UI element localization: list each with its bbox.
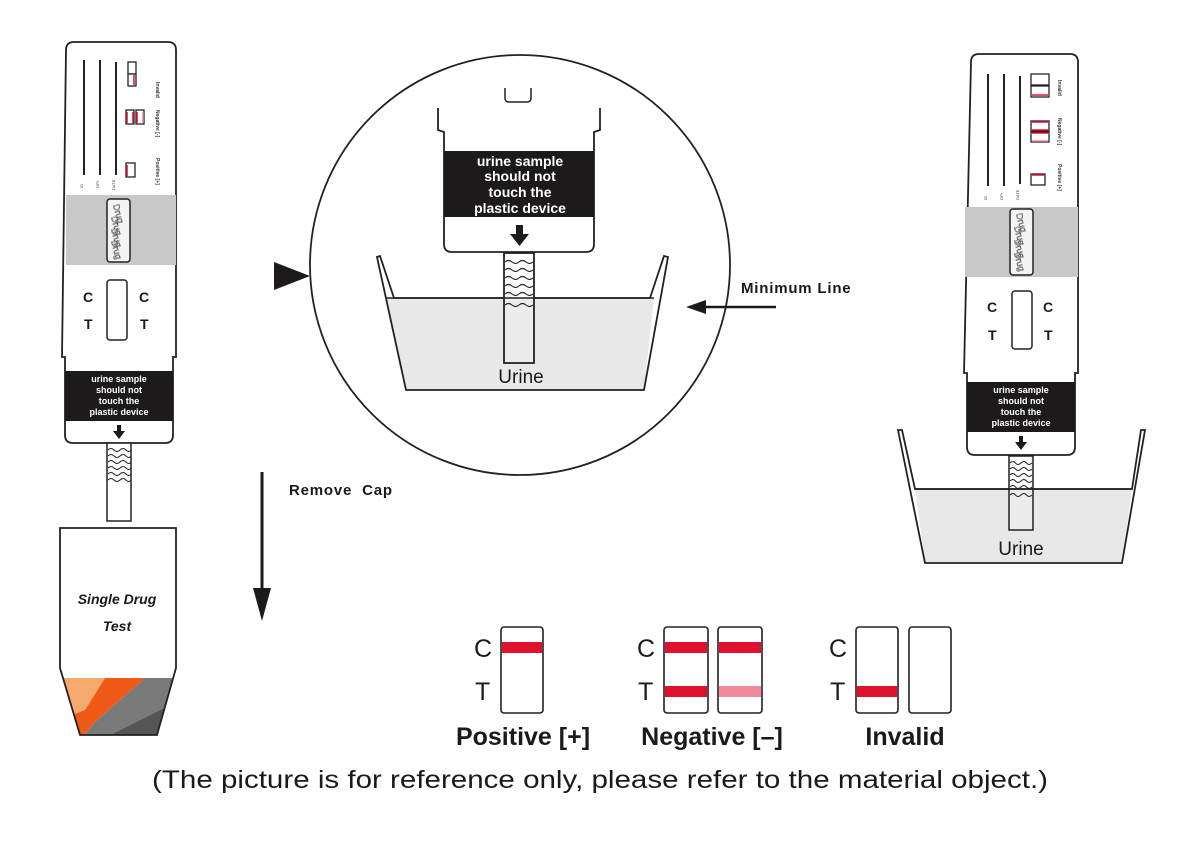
footnote: (The picture is for reference only, plea… [152,766,1048,794]
result-strip [500,626,544,714]
right-test-device: ID OPI DATE Invalid Negative [-] Positiv… [896,53,1147,564]
result-strip [663,626,709,714]
result-invalid: C T Invalid [829,626,952,751]
mini-legend-negative [125,109,145,125]
magnified-view: urine sample should not touch the plasti… [309,54,731,476]
warning-text: plastic device [89,407,148,417]
cap-stripe-gray [80,678,176,735]
control-line [502,642,542,653]
side-label-date: DATE [111,179,116,190]
mini-legend-positive [1030,173,1046,186]
warning-text: touch the [489,184,552,200]
mini-legend-invalid [127,61,137,87]
svg-text:Drug: Drug [1012,238,1027,259]
result-label-c: C [829,635,847,663]
absorbent-tip [106,442,132,522]
result-label-negative: Negative [–] [641,723,783,751]
warning-band [967,382,1075,432]
minimum-line-label: Minimum Line [741,280,851,297]
mini-legend-invalid [1030,73,1050,98]
result-label-c: C [637,635,655,663]
result-strip [717,626,763,714]
warning-text: urine sample [91,374,147,384]
down-arrow-icon [510,225,529,246]
mini-legend-label-positive: Positive [+] [1056,164,1062,191]
drug-label-sticker [1009,208,1034,276]
warning-text: should not [96,385,142,395]
warning-text: touch the [99,396,140,406]
test-line [665,686,707,697]
window-label-c-right: C [139,289,149,305]
result-label-invalid: Invalid [865,723,944,751]
result-label-c: C [474,635,492,663]
cap-stripe-orange [60,678,145,735]
side-label-id: ID [983,196,988,200]
urine-label: Urine [498,367,543,388]
mini-legend-positive [125,162,136,178]
result-strip [908,626,952,714]
side-label-id: ID [79,184,84,188]
mini-legend-label-invalid: Invalid [1056,80,1062,96]
side-label-opi: OPI [999,193,1004,200]
result-label-t: T [475,678,490,706]
result-label-positive: Positive [+] [456,723,590,751]
warning-band [65,371,173,421]
device-cap: Single Drug Test [59,527,177,736]
side-label-date: DATE [1015,189,1020,200]
warning-band [444,151,594,217]
warning-text: should not [998,396,1044,406]
results-legend: C T Positive [+] C T Negative [–] C T In… [456,626,952,751]
remove-cap-arrow-icon [253,472,271,621]
window-label-t-right: T [140,316,149,332]
result-window [106,279,128,341]
result-positive: C T Positive [+] [456,626,590,751]
urine-label: Urine [998,539,1043,560]
side-label-opi: OPI [95,181,100,188]
drug-label-text: Drug Drug Drug Drug [1012,212,1029,273]
warning-text: urine sample [993,385,1049,395]
warning-text: plastic device [474,200,566,216]
result-label-t: T [638,678,653,706]
drug-label-text: Drug Drug Drug Drug [109,203,126,261]
sample-cup [375,254,670,391]
window-label-t: T [84,316,93,332]
mini-legend-label-invalid: Invalid [154,82,160,98]
warning-text: urine sample [477,153,564,169]
wavy-lines [107,448,132,482]
left-test-device: ID OPI DATE Invalid Negative [-] Positiv… [61,41,177,522]
warning-text: touch the [1001,407,1042,417]
svg-text:Drug: Drug [1012,225,1027,246]
faint-test-line [719,686,761,697]
result-negative: C T Negative [–] [637,626,783,751]
mini-legend-label-negative: Negative [-] [154,110,160,138]
control-line [665,642,707,653]
mini-legend-negative [1030,120,1050,143]
result-strip [855,626,899,714]
test-line [857,686,897,697]
window-label-c: C [987,299,997,315]
down-arrow-icon [1015,436,1027,450]
warning-text: should not [484,168,556,184]
window-label-c: C [83,289,93,305]
pointer-triangle-icon [274,262,310,290]
drug-label-sticker [106,198,131,263]
remove-cap-label: Remove Cap [289,482,393,499]
window-label-t-right: T [1044,327,1053,343]
down-arrow-icon [113,425,125,439]
result-label-t: T [830,678,845,706]
control-line [719,642,761,653]
cap-label-line1: Single Drug [78,591,157,607]
mini-legend-label-positive: Positive [+] [154,158,160,185]
minimum-line-arrow-icon [686,300,776,314]
warning-text: plastic device [991,418,1050,428]
window-label-c-right: C [1043,299,1053,315]
mini-legend-label-negative: Negative [-] [1056,118,1062,146]
result-window [1011,290,1033,350]
cap-label-line2: Test [103,618,133,634]
wavy-lines [504,259,534,308]
window-label-t: T [988,327,997,343]
sample-cup [896,429,1147,564]
